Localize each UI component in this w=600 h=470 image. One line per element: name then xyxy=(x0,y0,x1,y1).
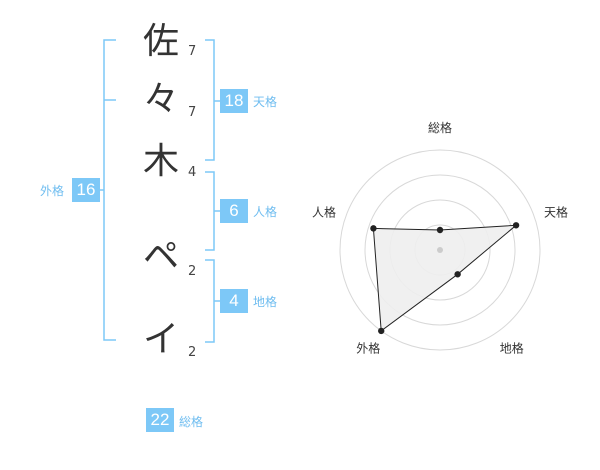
name-char-3: 木 xyxy=(142,141,179,182)
radar-point-3 xyxy=(454,271,461,278)
radar-points xyxy=(370,222,520,335)
name-char-5: イ xyxy=(142,319,179,360)
radar-axis-label-5: 人格 xyxy=(312,204,336,219)
chikaku-value: 4 xyxy=(220,289,248,313)
radar-point-2 xyxy=(512,222,520,229)
stroke-count-4: 2 xyxy=(188,264,197,279)
radar-center xyxy=(437,247,443,253)
soukaku-value: 22 xyxy=(146,408,174,432)
stroke-count-1: 7 xyxy=(188,44,197,59)
stroke-count-2: 7 xyxy=(188,105,197,120)
tenkaku-label: 天格 xyxy=(253,95,278,109)
name-char-4: ペ xyxy=(142,236,179,277)
radar-point-4 xyxy=(378,327,385,335)
jinkaku-bracket xyxy=(205,171,215,251)
chikaku-label: 地格 xyxy=(253,295,278,309)
stroke-count-3: 4 xyxy=(188,165,197,180)
radar-ring xyxy=(339,149,541,351)
tenkaku-value: 18 xyxy=(220,89,248,113)
tenkaku-bracket xyxy=(205,39,215,161)
jinkaku-label: 人格 xyxy=(253,205,278,219)
radar-axis-label-3: 地格 xyxy=(500,341,524,356)
radar-axis-label-1: 総格 xyxy=(428,120,452,135)
name-char-2: 々 xyxy=(142,79,179,120)
gaikaku-value: 16 xyxy=(72,178,100,202)
radar-axis-label-4: 外格 xyxy=(356,341,380,356)
soukaku-label: 総格 xyxy=(179,415,204,429)
jinkaku-value: 6 xyxy=(220,199,248,223)
stroke-count-5: 2 xyxy=(188,345,197,360)
name-char-1: 佐 xyxy=(142,21,179,62)
radar-ring xyxy=(364,174,516,326)
chikaku-bracket xyxy=(205,259,215,343)
radar-point-1 xyxy=(436,226,444,234)
radar-polygon xyxy=(372,224,518,332)
gaikaku-bracket xyxy=(103,39,116,341)
radar-axis-label-2: 天格 xyxy=(544,204,568,219)
gaikaku-label: 外格 xyxy=(40,184,65,198)
radar-point-5 xyxy=(370,225,377,232)
